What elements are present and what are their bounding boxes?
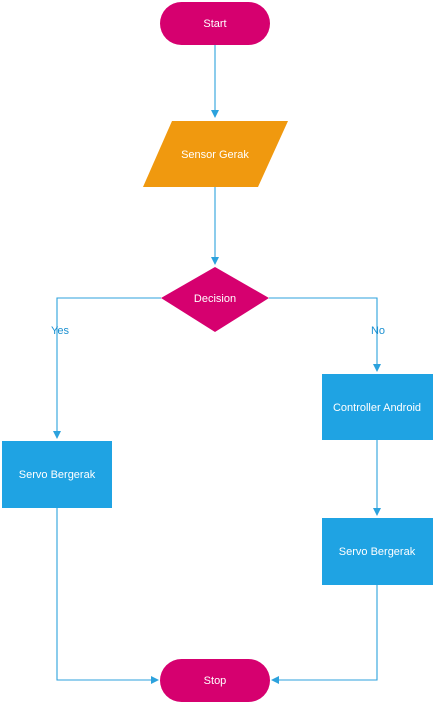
start-terminal-shape [160,2,270,45]
controller-node: Controller Android [322,374,433,440]
stop-terminal-shape [160,659,270,702]
controller-label: Controller Android [333,402,421,414]
controller-process-shape [322,374,433,440]
servo-left-process-shape [2,441,112,508]
decision-diamond-shape [161,267,269,332]
start-node: Start [160,2,270,45]
edge-label-no: No [371,325,385,337]
decision-node: Decision [161,267,269,332]
start-label: Start [203,18,226,30]
edge-servo-right-to-stop [271,585,378,684]
decision-label: Decision [194,293,236,305]
sensor-label: Sensor Gerak [181,149,249,161]
edge-servo-left-to-stop [56,508,159,684]
sensor-io-shape [143,121,288,187]
servo-right-node: Servo Bergerak [322,518,433,585]
edge-label-yes: Yes [51,325,69,337]
servo-right-process-shape [322,518,433,585]
stop-label: Stop [204,675,227,687]
servo-left-label: Servo Bergerak [19,469,96,481]
servo-left-node: Servo Bergerak [2,441,112,508]
stop-node: Stop [160,659,270,702]
edge-decision-no [269,297,381,372]
sensor-node: Sensor Gerak [143,121,288,187]
edge-decision-yes [53,297,161,439]
servo-right-label: Servo Bergerak [339,546,416,558]
